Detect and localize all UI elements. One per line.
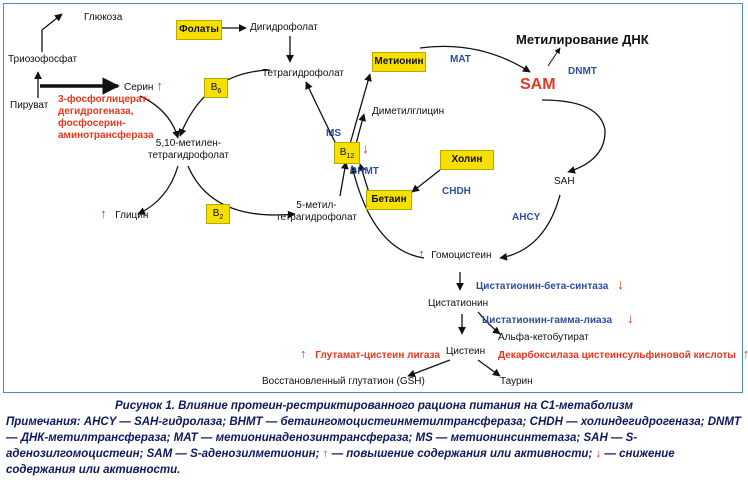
dihydrofolate-label: Дигидрофолат bbox=[250, 22, 318, 33]
arrow-b12-methionine bbox=[349, 73, 372, 145]
cgl-text: Цистатионин-гамма-лиаза bbox=[482, 315, 613, 326]
betaine-box: Бетаин bbox=[366, 190, 412, 210]
glucose-label: Глюкоза bbox=[84, 12, 123, 23]
cgl-enzyme-label: Цистатионин-гамма-лиаза ↓ bbox=[482, 310, 634, 327]
gsh-label: Восстановленный глутатион (GSH) bbox=[262, 376, 425, 387]
alpha-ketobutyrate-label: Альфа-кетобутират bbox=[498, 332, 589, 343]
chdh-enzyme-label: CHDH bbox=[442, 186, 471, 197]
vitamin-b6-box: B6 bbox=[204, 78, 228, 98]
caption-notes-part1: Примечания: AHCY — SAH-гидролаза; BHMT —… bbox=[6, 416, 741, 460]
b2-sub: 2 bbox=[219, 214, 224, 221]
choline-box: Холин bbox=[440, 150, 494, 170]
arrow-b12-thf bbox=[305, 81, 337, 145]
gcl-text: Глутамат-цистеин лигаза bbox=[315, 350, 440, 361]
b6-sub: 6 bbox=[217, 88, 222, 95]
caption-notes-part3: — снижение содержания или активности. bbox=[6, 448, 675, 476]
cystathionine-label: Цистатионин bbox=[428, 298, 489, 309]
arrow-choline-betaine bbox=[411, 169, 441, 193]
mat-enzyme-label: MAT bbox=[450, 54, 471, 65]
arrow-cysta-akb bbox=[477, 311, 501, 335]
methylene-thf-label: 5,10-метилен- тетрагидрофолат bbox=[148, 138, 229, 161]
cysteine-label: Цистеин bbox=[446, 346, 486, 357]
arrow-cysteine-gsh bbox=[407, 359, 451, 378]
tetrahydrofolate-label: Тетрагидрофолат bbox=[262, 68, 344, 79]
arrow-homocysteine-b12 bbox=[349, 165, 425, 259]
arrow-serine-mthf bbox=[139, 95, 180, 139]
triose-phosphate-label: Триозофосфат bbox=[8, 54, 78, 65]
cbs-text: Цистатионин-бета-синтаза bbox=[476, 281, 609, 292]
glycine-text: Глицин bbox=[115, 210, 149, 221]
arrow-mthf5-b12 bbox=[339, 161, 349, 197]
dna-methylation-label: Метилирование ДНК bbox=[516, 32, 649, 47]
b6-letter: B bbox=[210, 82, 218, 93]
bhmt-enzyme-label: BHMT bbox=[350, 166, 379, 177]
homocysteine-text: Гомоцистеин bbox=[431, 250, 492, 261]
folate-box: Фолаты bbox=[176, 20, 222, 40]
pgdh-enzyme-label: 3-фосфоглицерат- дегидрогеназа, фосфосер… bbox=[58, 94, 154, 141]
cbs-enzyme-label: Цистатионин-бета-синтаза ↓ bbox=[476, 276, 625, 293]
b12-down-arrow: ↓ bbox=[362, 140, 369, 156]
gcl-enzyme-label: ↑ Глутамат-цистеин лигаза bbox=[300, 346, 440, 362]
arrow-triose-glucose bbox=[41, 13, 63, 52]
ms-enzyme-label: MS bbox=[326, 128, 341, 139]
caption-title: Рисунок 1. Влияние протеин-рестриктирова… bbox=[115, 400, 633, 412]
glycine-label: ↑ Глицин bbox=[100, 206, 149, 222]
caption-notes: Примечания: AHCY — SAH-гидролаза; BHMT —… bbox=[6, 414, 742, 478]
pathway-arrows bbox=[34, 13, 606, 378]
arrow-cysteine-taurine bbox=[477, 359, 501, 377]
b12-letter: B bbox=[339, 147, 347, 158]
arrow-mthf-glycine bbox=[137, 165, 179, 215]
dnmt-enzyme-label: DNMT bbox=[568, 66, 597, 77]
methionine-box: Метионин bbox=[372, 52, 426, 72]
cbs-down-arrow: ↓ bbox=[617, 276, 625, 292]
arrow-sam-sah bbox=[541, 99, 606, 174]
homocysteine-label: ↑ Гомоцистеин bbox=[418, 246, 492, 262]
homocysteine-up-arrow: ↑ bbox=[418, 246, 425, 261]
caption-up-arrow: ↑ bbox=[322, 448, 329, 460]
ahcy-enzyme-label: AHCY bbox=[512, 212, 541, 223]
pyruvate-label: Пируват bbox=[10, 100, 49, 111]
serine-text: Серин bbox=[124, 82, 154, 93]
csad-text: Декарбоксилаза цистеинсульфиновой кислот… bbox=[498, 350, 736, 361]
vitamin-b12-box: B12 bbox=[334, 142, 360, 164]
sah-label: SAH bbox=[554, 176, 575, 187]
caption-down-arrow: ↓ bbox=[595, 448, 602, 460]
b2-letter: B bbox=[212, 208, 220, 219]
gcl-up-arrow: ↑ bbox=[300, 346, 307, 361]
dimethylglycine-label: Диметилглицин bbox=[372, 106, 445, 117]
cgl-down-arrow: ↓ bbox=[626, 310, 634, 326]
csad-up-arrow: ↑ bbox=[742, 346, 748, 361]
arrow-b12-dmg bbox=[355, 113, 366, 145]
arrow-sah-homocysteine bbox=[499, 194, 561, 261]
sam-label: SAM bbox=[520, 76, 556, 93]
caption-notes-part2: — повышение содержания или активности; bbox=[328, 448, 596, 460]
arrow-sam-dna bbox=[547, 47, 561, 67]
csad-enzyme-label: Декарбоксилаза цистеинсульфиновой кислот… bbox=[498, 346, 748, 362]
taurine-label: Таурин bbox=[500, 376, 533, 387]
b12-sub: 12 bbox=[346, 153, 355, 160]
serine-up-arrow: ↑ bbox=[156, 78, 163, 93]
methyl-thf-label: 5-метил- тетрагидрофолат bbox=[276, 200, 357, 223]
vitamin-b2-box: B2 bbox=[206, 204, 230, 224]
glycine-up-arrow: ↑ bbox=[100, 206, 107, 221]
arrow-methionine-sam bbox=[419, 45, 531, 73]
serine-label: Серин ↑ bbox=[124, 78, 163, 94]
figure-caption: Рисунок 1. Влияние протеин-рестриктирова… bbox=[6, 398, 742, 478]
